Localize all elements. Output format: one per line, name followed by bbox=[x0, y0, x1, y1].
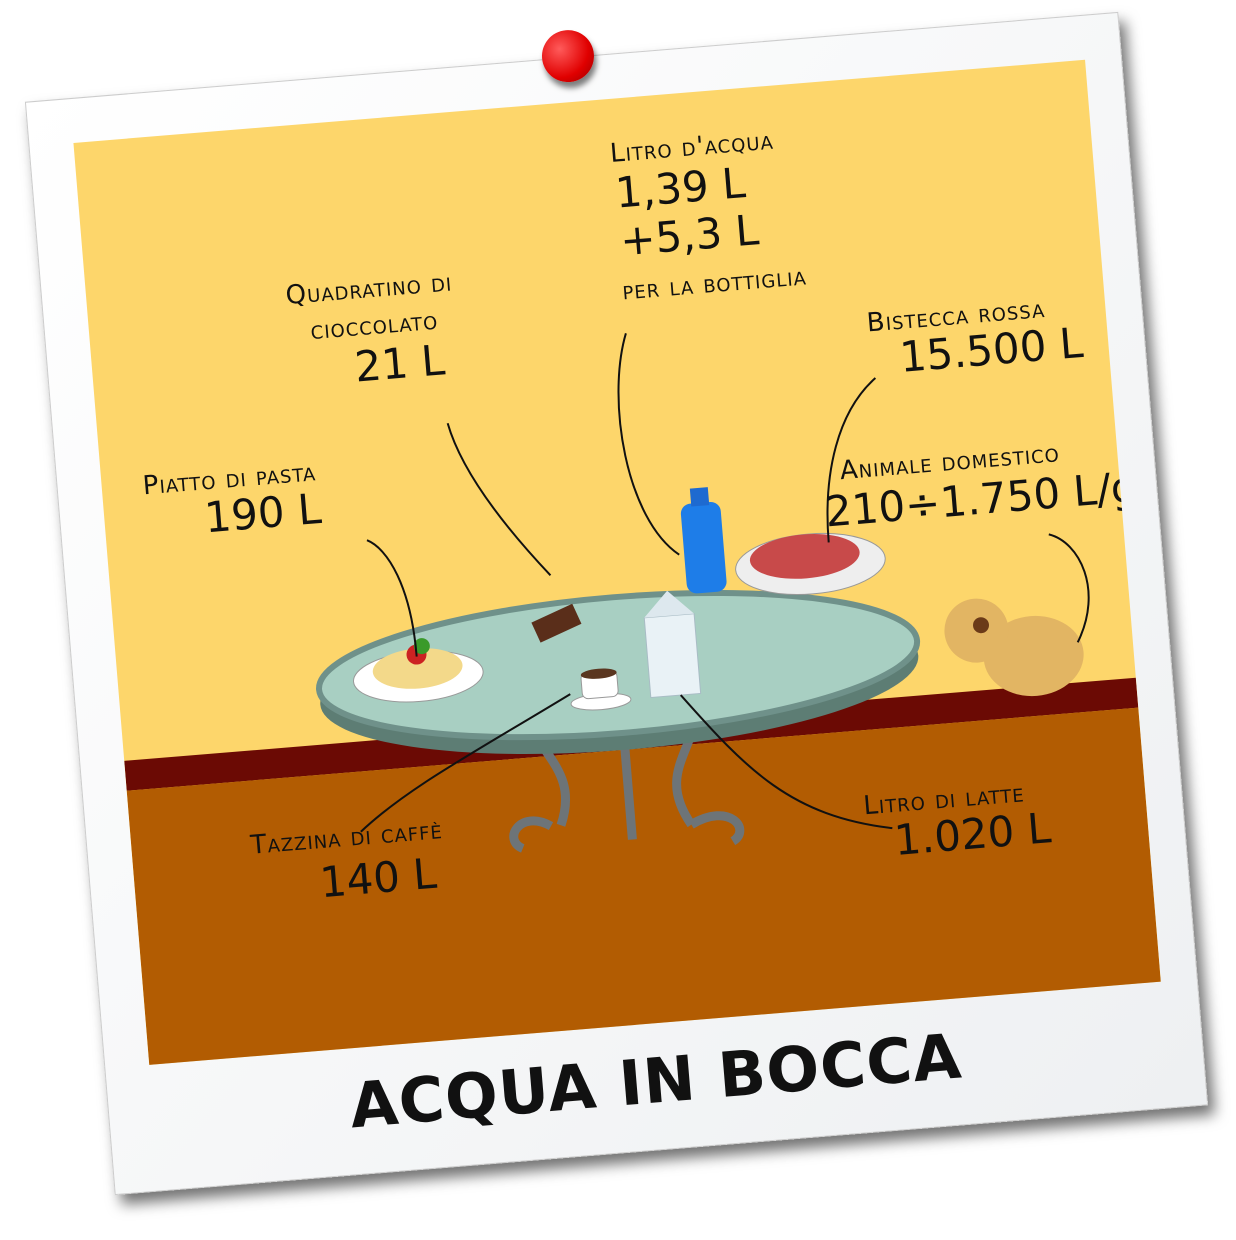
chocolate-icon bbox=[531, 603, 582, 643]
pushpin-icon bbox=[539, 28, 597, 85]
pasta-value: 190 L bbox=[202, 483, 324, 543]
infographic-photo: Litro d'acqua 1,39 L +5,3 L per la botti… bbox=[73, 59, 1161, 1065]
coffee-cup-icon bbox=[570, 668, 632, 711]
table-scene bbox=[316, 333, 1090, 853]
coffee-value: 140 L bbox=[317, 848, 439, 908]
polaroid-card: Litro d'acqua 1,39 L +5,3 L per la botti… bbox=[24, 11, 1209, 1196]
water-bottle-icon bbox=[680, 487, 727, 594]
arrows bbox=[360, 333, 1090, 833]
steak-plate-icon bbox=[735, 532, 886, 596]
milk-carton-icon bbox=[643, 590, 702, 699]
dog-icon bbox=[944, 598, 1084, 697]
pasta-plate-icon bbox=[353, 638, 484, 703]
chocolate-value: 21 L bbox=[352, 335, 447, 392]
table-top bbox=[316, 589, 921, 741]
